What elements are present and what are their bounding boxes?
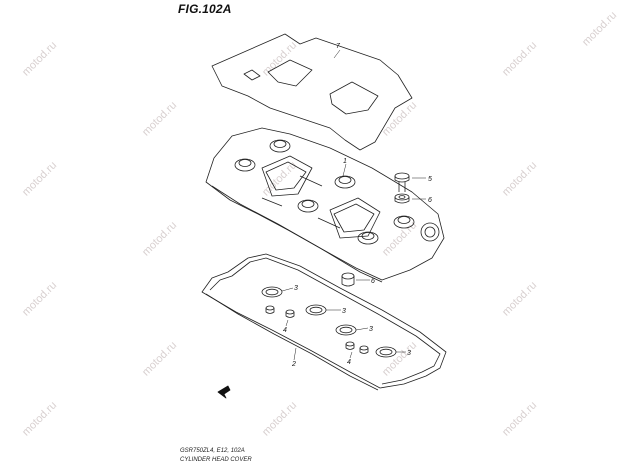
callout-6b: 6 <box>371 278 375 285</box>
callout-3d: 3 <box>407 350 411 357</box>
head-cover-gasket <box>201 253 447 391</box>
figure-title: FIG.102A <box>178 2 232 16</box>
footer-model: GSR750ZL4, E12, 102A <box>180 448 245 454</box>
callout-3: 3 <box>294 285 298 292</box>
callout-3b: 3 <box>342 308 346 315</box>
callout-7: 7 <box>336 43 341 50</box>
cover-bolt <box>394 172 426 192</box>
callout-6: 6 <box>428 197 432 204</box>
callout-4: 4 <box>283 327 287 334</box>
callout-5: 5 <box>428 176 432 183</box>
footer-caption: CYLINDER HEAD COVER <box>180 457 252 463</box>
small-seals <box>265 305 369 354</box>
callout-3c: 3 <box>369 326 373 333</box>
breather-grommet <box>341 272 370 287</box>
grommet-washer <box>394 193 426 204</box>
callout-2: 2 <box>291 361 296 368</box>
callout-1: 1 <box>343 158 347 165</box>
front-arrow-icon <box>217 385 231 399</box>
top-gasket-sheet <box>211 33 413 151</box>
callout-4b: 4 <box>347 359 351 366</box>
cylinder-head-cover <box>205 127 445 283</box>
leader-lines <box>285 49 353 361</box>
plug-seal-o-rings <box>261 286 406 358</box>
